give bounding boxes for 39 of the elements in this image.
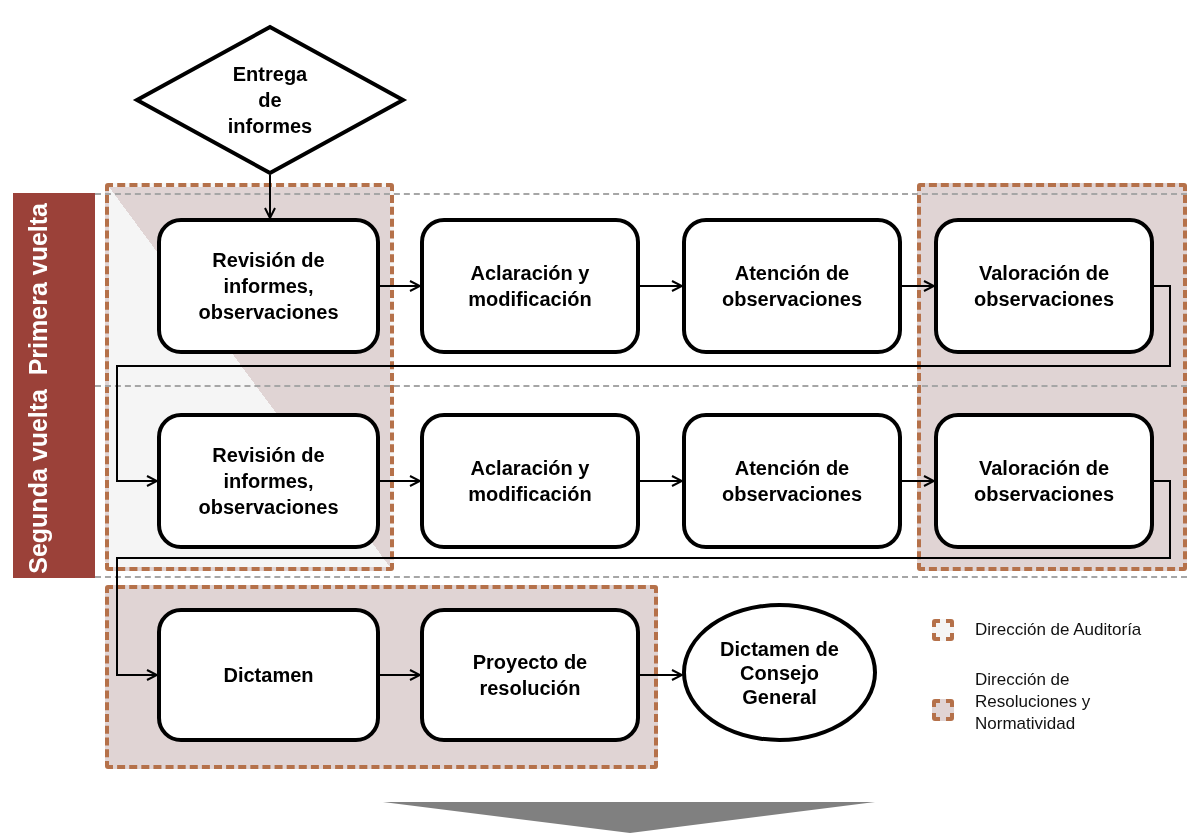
process-box	[682, 218, 902, 354]
process-box	[157, 413, 380, 549]
node-label: Proyecto de resolución	[471, 650, 589, 701]
lane-label: Segunda vuelta	[25, 389, 54, 574]
process-box	[934, 413, 1154, 549]
process-box	[934, 218, 1154, 354]
node-label: Valoración de observaciones	[972, 261, 1116, 312]
process-box	[682, 413, 902, 549]
process-box	[157, 218, 380, 354]
node-label: Dictamen	[223, 663, 314, 688]
lane-label: Primera vuelta	[25, 202, 54, 376]
arrow	[901, 475, 935, 487]
process-box	[157, 608, 380, 742]
arrow	[901, 280, 935, 292]
process-box	[420, 608, 640, 742]
node-label: Aclaración y modificación	[467, 261, 593, 312]
node-label: Atención de observaciones	[720, 261, 864, 312]
arrow	[116, 480, 1171, 681]
legend-label: Dirección de Resoluciones y Normatividad	[975, 669, 1092, 736]
node-label: Aclaración y modificación	[467, 456, 593, 507]
arrow	[639, 280, 683, 292]
arrow	[264, 174, 276, 219]
node-label: Dictamen de Consejo General	[719, 636, 840, 709]
node-label: Entrega de informes	[226, 62, 314, 139]
swimlane-band	[13, 193, 95, 385]
arrow	[639, 669, 683, 681]
arrow	[116, 285, 1171, 487]
node-label: Valoración de observaciones	[972, 456, 1116, 507]
arrow	[379, 475, 421, 487]
process-box	[420, 218, 640, 354]
swimlane-band	[13, 385, 95, 578]
arrow	[379, 669, 421, 681]
legend-label: Dirección de Auditoría	[975, 619, 1143, 641]
arrow	[379, 280, 421, 292]
node-label: Revisión de informes, observaciones	[197, 248, 340, 325]
node-label: Atención de observaciones	[720, 456, 864, 507]
node-label: Revisión de informes, observaciones	[197, 443, 340, 520]
arrow	[639, 475, 683, 487]
process-box	[420, 413, 640, 549]
